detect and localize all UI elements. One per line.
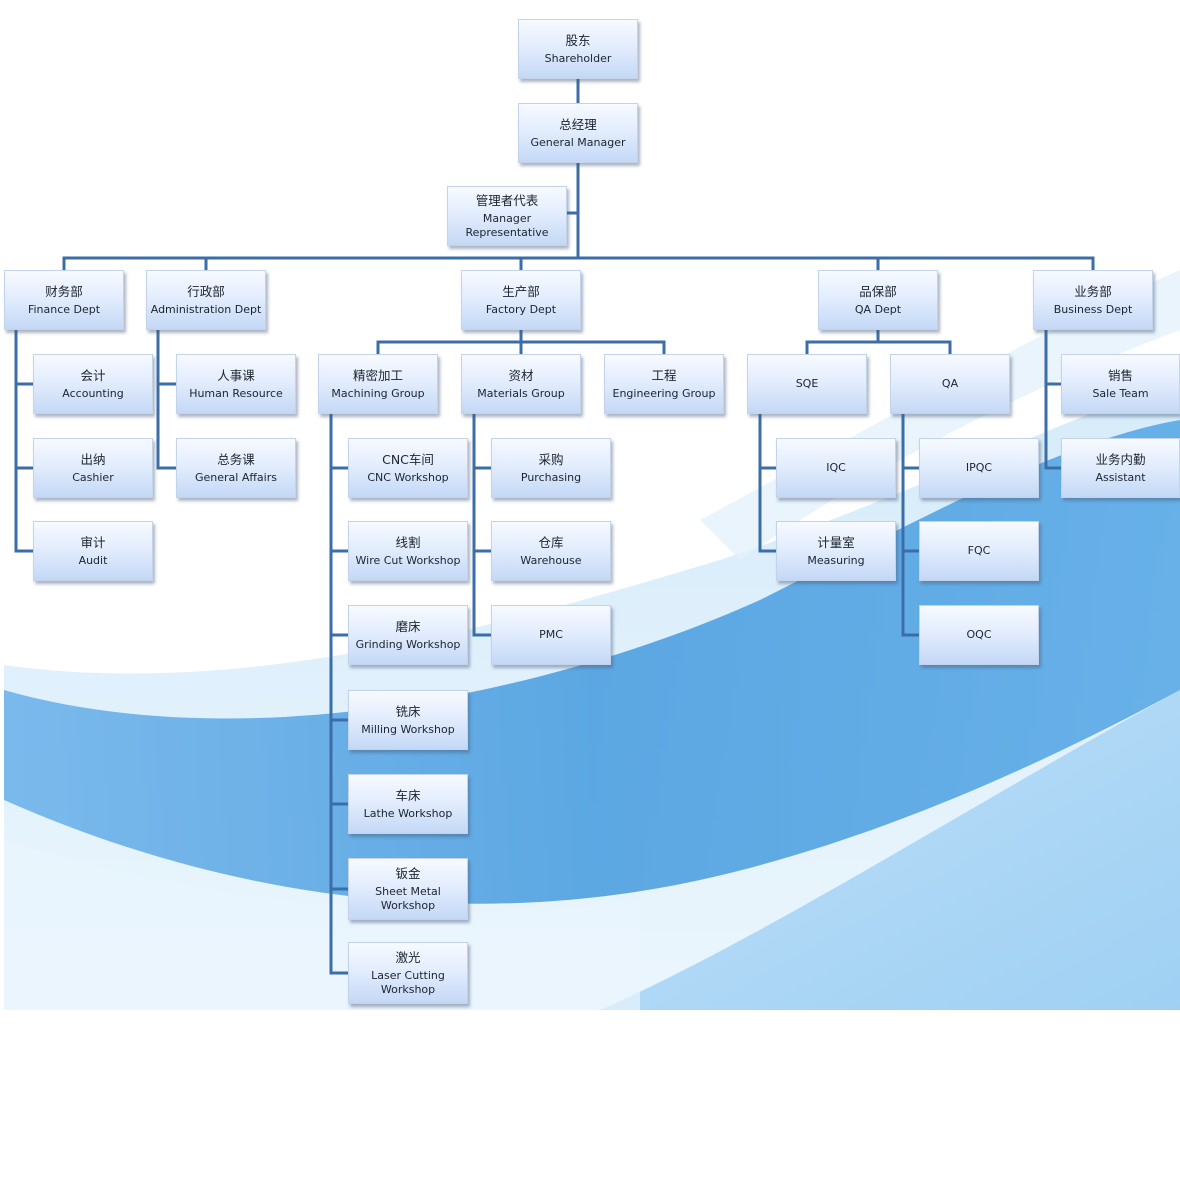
node-label-zh: 仓库 — [538, 535, 564, 550]
node-cashier[interactable]: 出纳 Cashier — [33, 438, 153, 498]
node-label-en: Wire Cut Workshop — [355, 554, 461, 567]
node-label-en: General Affairs — [194, 471, 277, 484]
node-label-en: SQE — [795, 377, 819, 390]
node-factory-dept[interactable]: 生产部 Factory Dept — [461, 270, 581, 330]
node-lathe-workshop[interactable]: 车床 Lathe Workshop — [348, 774, 468, 834]
node-label-zh: 线割 — [395, 535, 421, 550]
node-label-zh: 计量室 — [817, 535, 855, 550]
node-label-zh: 总经理 — [559, 117, 597, 132]
node-qa[interactable]: QA — [890, 354, 1010, 414]
node-label-en: Audit — [78, 554, 108, 567]
node-qa-dept[interactable]: 品保部 QA Dept — [818, 270, 938, 330]
node-label-zh: 精密加工 — [352, 368, 403, 383]
node-label-en: General Manager — [530, 136, 626, 149]
node-laser-cutting-workshop[interactable]: 激光 Laser Cutting Workshop — [348, 942, 468, 1004]
node-human-resource[interactable]: 人事课 Human Resource — [176, 354, 296, 414]
node-sale-team[interactable]: 销售 Sale Team — [1061, 354, 1180, 414]
node-fqc[interactable]: FQC — [919, 521, 1039, 581]
node-label-en: Sheet Metal Workshop — [375, 885, 441, 912]
node-label-en: Measuring — [807, 554, 865, 567]
node-machining-group[interactable]: 精密加工 Machining Group — [318, 354, 438, 414]
node-label-en: PMC — [539, 628, 563, 641]
node-label-en: OQC — [966, 628, 992, 641]
node-label-en: QA — [941, 377, 959, 390]
node-label-zh: 人事课 — [217, 368, 255, 383]
node-label-zh: 激光 — [395, 950, 421, 965]
node-pmc[interactable]: PMC — [491, 605, 611, 665]
node-warehouse[interactable]: 仓库 Warehouse — [491, 521, 611, 581]
node-label-zh: 股东 — [565, 33, 591, 48]
node-label-en: Administration Dept — [150, 303, 262, 316]
node-milling-workshop[interactable]: 铣床 Milling Workshop — [348, 690, 468, 750]
node-label-zh: 钣金 — [395, 866, 421, 881]
node-label-en: Shareholder — [544, 52, 612, 65]
node-accounting[interactable]: 会计 Accounting — [33, 354, 153, 414]
node-label-zh: 磨床 — [395, 619, 421, 634]
node-label-en: Cashier — [72, 471, 114, 484]
node-label-zh: 车床 — [395, 788, 421, 803]
node-label-en: Engineering Group — [612, 387, 716, 400]
node-label-en: Laser Cutting Workshop — [371, 969, 445, 996]
node-label-en: Machining Group — [331, 387, 425, 400]
node-purchasing[interactable]: 采购 Purchasing — [491, 438, 611, 498]
node-label-en: Human Resource — [189, 387, 283, 400]
node-label-zh: CNC车间 — [382, 452, 434, 467]
node-finance-dept[interactable]: 财务部 Finance Dept — [4, 270, 124, 330]
node-label-en: Milling Workshop — [361, 723, 455, 736]
node-label-en: Materials Group — [477, 387, 565, 400]
node-manager-representative[interactable]: 管理者代表 Manager Representative — [447, 186, 567, 246]
node-label-en: Sale Team — [1092, 387, 1149, 400]
node-label-en: Grinding Workshop — [355, 638, 461, 651]
node-engineering-group[interactable]: 工程 Engineering Group — [604, 354, 724, 414]
node-label-zh: 资材 — [508, 368, 534, 383]
node-sqe[interactable]: SQE — [747, 354, 867, 414]
node-label-en: Accounting — [62, 387, 124, 400]
node-grinding-workshop[interactable]: 磨床 Grinding Workshop — [348, 605, 468, 665]
node-label-zh: 铣床 — [395, 704, 421, 719]
node-label-en: Business Dept — [1053, 303, 1133, 316]
node-general-affairs[interactable]: 总务课 General Affairs — [176, 438, 296, 498]
node-label-zh: 审计 — [80, 535, 106, 550]
node-assistant[interactable]: 业务内勤 Assistant — [1061, 438, 1180, 498]
node-label-en: QA Dept — [854, 303, 902, 316]
node-label-en: Warehouse — [520, 554, 582, 567]
node-oqc[interactable]: OQC — [919, 605, 1039, 665]
node-wire-cut-workshop[interactable]: 线割 Wire Cut Workshop — [348, 521, 468, 581]
node-label-zh: 出纳 — [80, 452, 106, 467]
node-iqc[interactable]: IQC — [776, 438, 896, 498]
node-label-en: Factory Dept — [485, 303, 557, 316]
node-label-zh: 生产部 — [502, 284, 540, 299]
node-cnc-workshop[interactable]: CNC车间 CNC Workshop — [348, 438, 468, 498]
node-label-zh: 工程 — [651, 368, 677, 383]
node-label-zh: 行政部 — [187, 284, 225, 299]
node-label-zh: 销售 — [1107, 368, 1133, 383]
node-label-en: IPQC — [965, 461, 993, 474]
node-label-zh: 业务内勤 — [1095, 452, 1146, 467]
node-label-zh: 业务部 — [1074, 284, 1112, 299]
node-administration-dept[interactable]: 行政部 Administration Dept — [146, 270, 266, 330]
node-business-dept[interactable]: 业务部 Business Dept — [1033, 270, 1153, 330]
node-materials-group[interactable]: 资材 Materials Group — [461, 354, 581, 414]
node-label-zh: 总务课 — [217, 452, 255, 467]
node-shareholder[interactable]: 股东 Shareholder — [518, 19, 638, 79]
node-label-zh: 品保部 — [859, 284, 897, 299]
node-label-zh: 会计 — [80, 368, 106, 383]
node-ipqc[interactable]: IPQC — [919, 438, 1039, 498]
node-label-zh: 财务部 — [45, 284, 83, 299]
node-label-zh: 管理者代表 — [475, 193, 539, 208]
node-label-en: CNC Workshop — [367, 471, 449, 484]
node-sheet-metal-workshop[interactable]: 钣金 Sheet Metal Workshop — [348, 858, 468, 920]
node-measuring[interactable]: 计量室 Measuring — [776, 521, 896, 581]
node-general-manager[interactable]: 总经理 General Manager — [518, 103, 638, 163]
node-label-en: Finance Dept — [27, 303, 101, 316]
node-label-en: Lathe Workshop — [363, 807, 453, 820]
node-label-en: IQC — [826, 461, 846, 474]
node-label-en: Assistant — [1095, 471, 1146, 484]
node-label-en: Purchasing — [520, 471, 582, 484]
node-audit[interactable]: 审计 Audit — [33, 521, 153, 581]
node-label-en: FQC — [967, 544, 991, 557]
node-label-en: Manager Representative — [465, 212, 549, 239]
node-label-zh: 采购 — [538, 452, 564, 467]
